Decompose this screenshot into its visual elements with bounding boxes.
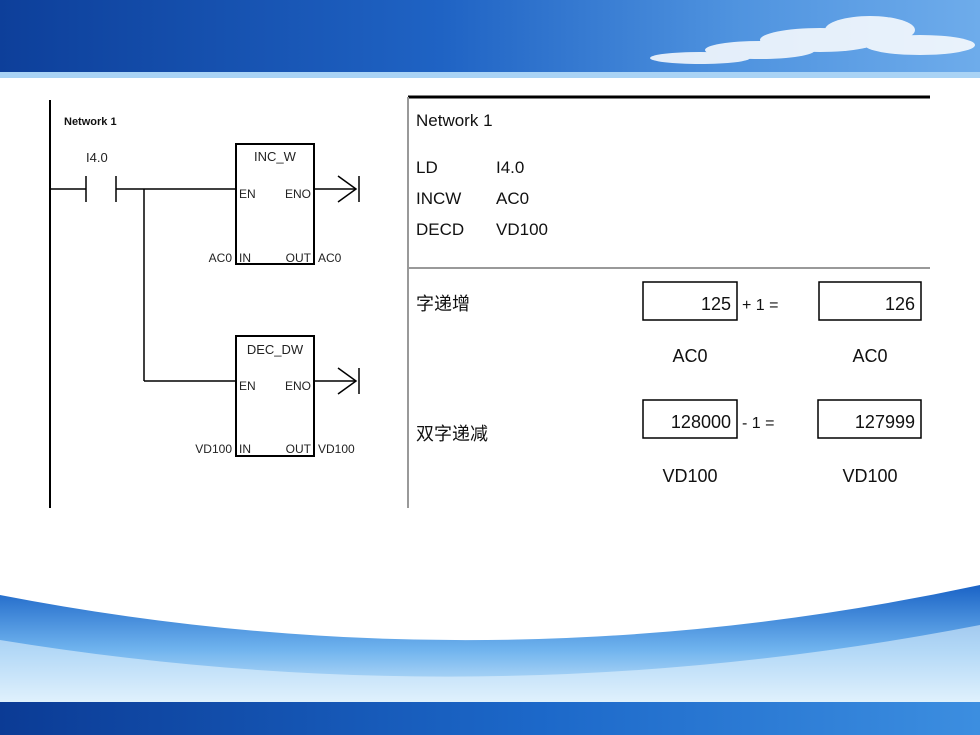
dec-dw-in-pin: IN bbox=[239, 442, 251, 456]
example-1-result: 126 bbox=[885, 294, 915, 314]
example-2-input-register: VD100 bbox=[662, 466, 717, 486]
example-2-result-box bbox=[817, 399, 922, 439]
inc-w-out-pin: OUT bbox=[286, 251, 312, 265]
example-1-input: 125 bbox=[701, 294, 731, 314]
stl-line-1-arg: I4.0 bbox=[496, 158, 524, 177]
stl-line-1-op: LD bbox=[416, 158, 438, 177]
inc-w-title: INC_W bbox=[254, 149, 297, 164]
dec-dw-output-arrow bbox=[337, 367, 358, 395]
example-2-label: 双字递减 bbox=[416, 424, 488, 444]
ladder-network-label: Network 1 bbox=[64, 116, 117, 128]
inc-w-eno-pin: ENO bbox=[285, 187, 311, 201]
stl-line-2-arg: AC0 bbox=[496, 189, 529, 208]
stl-panel: Network 1 LD I4.0 INCW AC0 DECD VD100 bbox=[407, 95, 930, 508]
inc-w-in-operand: AC0 bbox=[209, 251, 233, 265]
example-1-input-box bbox=[642, 281, 738, 321]
footer-bar bbox=[0, 702, 980, 735]
ladder-diagram: Network 1 I4.0 INC_W EN ENO IN OUT AC0 A… bbox=[49, 100, 360, 508]
example-2-input-box bbox=[642, 399, 738, 439]
example-dec-dword: 双字递减 128000 - 1 = 127999 VD100 VD100 bbox=[416, 399, 922, 486]
stl-line-2-op: INCW bbox=[416, 189, 461, 208]
header-accent-line bbox=[0, 72, 980, 78]
inc-w-output-arrow bbox=[337, 175, 358, 203]
example-1-label: 字递增 bbox=[416, 294, 470, 314]
inc-w-block: INC_W EN ENO IN OUT AC0 AC0 bbox=[209, 143, 360, 265]
dec-dw-eno-pin: ENO bbox=[285, 379, 311, 393]
cloud-decoration bbox=[650, 16, 975, 64]
stl-line-3-op: DECD bbox=[416, 220, 464, 239]
dec-dw-block: DEC_DW EN ENO IN OUT VD100 VD100 bbox=[195, 335, 360, 457]
contact-label: I4.0 bbox=[86, 150, 108, 165]
inc-w-in-pin: IN bbox=[239, 251, 251, 265]
example-1-result-register: AC0 bbox=[852, 346, 887, 366]
stl-network-label: Network 1 bbox=[416, 111, 493, 130]
dec-dw-out-operand: VD100 bbox=[318, 442, 355, 456]
example-1-result-box bbox=[818, 281, 922, 321]
example-2-result: 127999 bbox=[855, 412, 915, 432]
bottom-wave-highlight bbox=[0, 625, 980, 702]
example-inc-word: 字递增 125 + 1 = 126 AC0 AC0 bbox=[416, 281, 922, 366]
dec-dw-title: DEC_DW bbox=[247, 342, 304, 357]
stl-line-3-arg: VD100 bbox=[496, 220, 548, 239]
inc-w-out-operand: AC0 bbox=[318, 251, 342, 265]
example-1-operator: + 1 = bbox=[742, 297, 778, 314]
dec-dw-out-pin: OUT bbox=[286, 442, 312, 456]
example-2-input: 128000 bbox=[671, 412, 731, 432]
example-2-operator: - 1 = bbox=[742, 415, 774, 432]
example-1-input-register: AC0 bbox=[672, 346, 707, 366]
dec-dw-en-pin: EN bbox=[239, 379, 256, 393]
dec-dw-in-operand: VD100 bbox=[195, 442, 232, 456]
inc-w-en-pin: EN bbox=[239, 187, 256, 201]
example-2-result-register: VD100 bbox=[842, 466, 897, 486]
